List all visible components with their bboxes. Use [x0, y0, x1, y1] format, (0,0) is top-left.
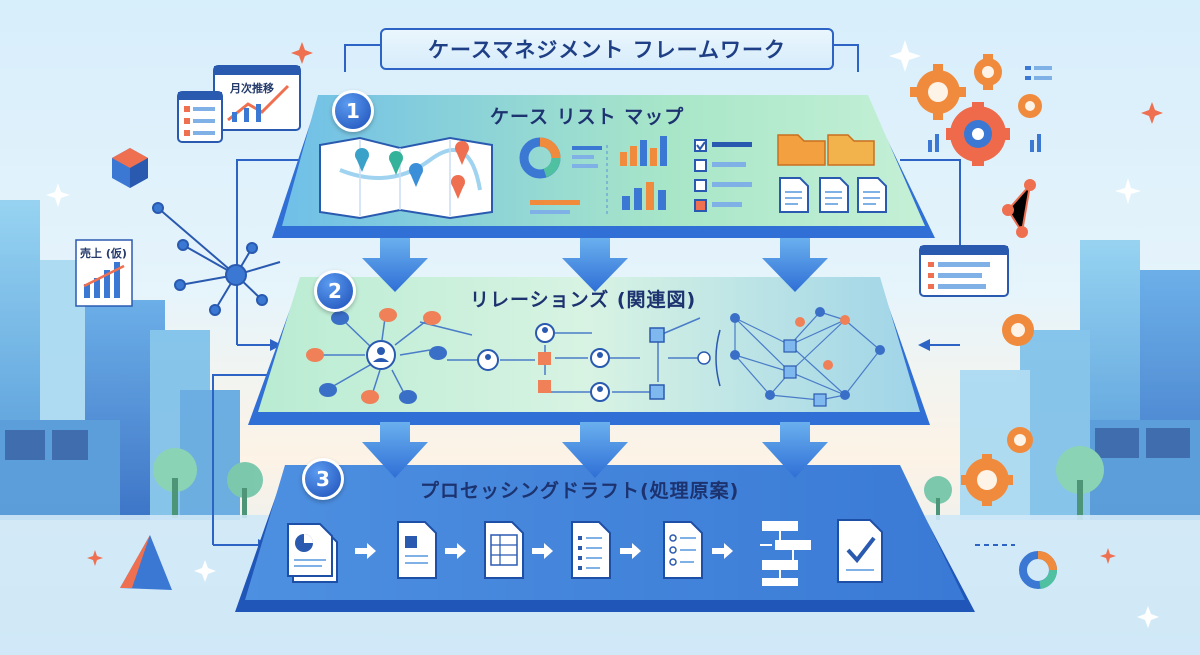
flow-arrows: [355, 543, 733, 559]
sales-provisional-label: 売上 (仮): [80, 247, 127, 260]
document-icon-pie: [287, 523, 338, 583]
sparkle-icon: [87, 42, 1163, 566]
down-arrows: [362, 238, 828, 478]
gear-icon: [916, 58, 1042, 502]
title-bracket: [344, 44, 859, 72]
network-diagram-left: [306, 308, 478, 404]
gear-teeth: [910, 54, 1013, 506]
triangle-network-icon: [1002, 179, 1036, 238]
document-icon: [779, 177, 887, 213]
hub-network-icon: [152, 202, 281, 316]
folder-icon: [777, 134, 875, 166]
layer-1-badge: 1: [332, 90, 374, 132]
bar-chart-icon: [620, 136, 667, 210]
layer-2-title: リレーションズ (関連図): [470, 289, 697, 311]
layer-2-platform: [248, 277, 930, 425]
person-icon: [366, 323, 610, 402]
sparkle-icon: [46, 40, 1159, 628]
mini-list-icon: [928, 66, 1052, 152]
layer-3-title: プロセッシングドラフト(処理原案): [420, 480, 740, 502]
sales-chart-card: [75, 239, 133, 307]
layer-1-title: ケース リスト マップ: [490, 106, 685, 128]
donut-chart-icon: [1019, 551, 1058, 589]
monthly-trend-window: [213, 65, 301, 131]
list-window: [177, 91, 223, 143]
network-icon: [715, 307, 885, 407]
checkmark-document-icon: [837, 519, 883, 583]
donut-chart-icon: [519, 137, 602, 214]
monthly-trend-label: 月次推移: [230, 82, 274, 95]
cube-icon: [112, 148, 148, 188]
browser-window: [919, 245, 1009, 297]
layer-2-badge: 2: [314, 270, 356, 312]
layer-3-badge: 3: [302, 458, 344, 500]
flowchart-icon: [500, 317, 711, 400]
framework-title: ケースマネジメント フレームワーク: [380, 28, 834, 70]
map-icon: [319, 136, 493, 220]
checklist-icon: [694, 139, 752, 212]
pyramid-icon: [120, 535, 172, 590]
flowchart-icon: [760, 521, 811, 586]
